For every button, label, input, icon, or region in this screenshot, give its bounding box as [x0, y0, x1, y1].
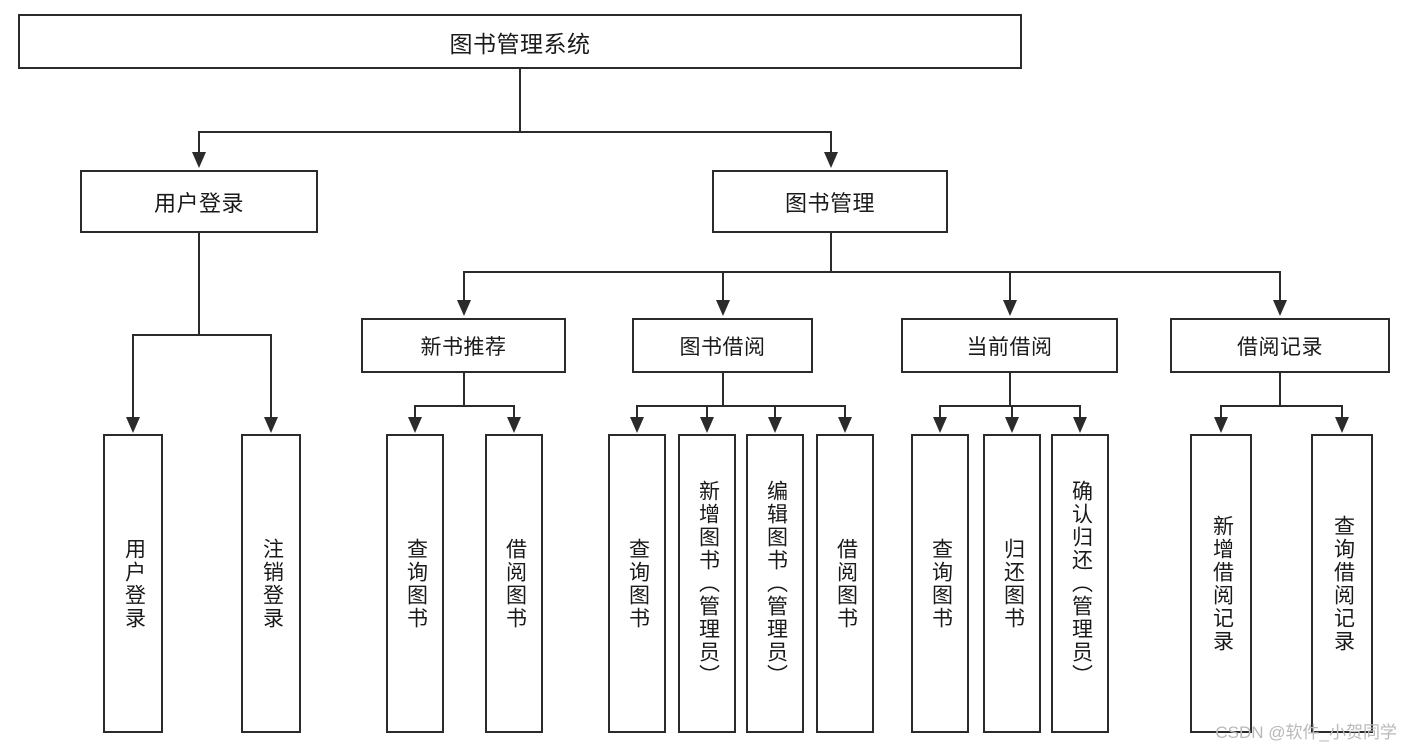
node-user-login-label: 用户登录	[153, 190, 244, 216]
leaf-borrow-book-new-label: 借阅图书	[503, 537, 527, 630]
node-root-system[interactable]: 图书管理系统	[18, 14, 1022, 69]
connector-book-mgmt-drop-4	[1279, 271, 1281, 301]
arrow-book-mgmt-to-records	[1273, 300, 1287, 316]
leaf-query-book-new-label: 查询图书	[404, 537, 428, 630]
node-book-borrow-label: 图书借阅	[679, 335, 766, 359]
connector-user-login-drop-2	[270, 334, 272, 418]
leaf-return-book[interactable]: 归还图书	[983, 434, 1041, 733]
connector-user-login-bus	[132, 334, 271, 336]
arrow-root-to-book-mgmt	[824, 152, 838, 168]
connector-book-mgmt-drop-3	[1009, 271, 1011, 301]
leaf-user-login-label: 用户登录	[122, 537, 146, 630]
node-book-management[interactable]: 图书管理	[712, 170, 948, 233]
connector-records-drop-2	[1341, 405, 1343, 418]
connector-new-book-drop-2	[513, 405, 515, 418]
leaf-user-logout-label: 注销登录	[260, 537, 284, 630]
node-borrow-records[interactable]: 借阅记录	[1170, 318, 1390, 373]
arrow-user-login-leaf-2	[264, 417, 278, 433]
leaf-query-book-current-label: 查询图书	[929, 537, 953, 630]
connector-root-to-book-mgmt	[830, 131, 832, 153]
leaf-query-book-new[interactable]: 查询图书	[386, 434, 444, 733]
watermark-text: CSDN @软件_小贺同学	[1215, 723, 1397, 742]
connector-borrow-drop-2	[706, 405, 708, 418]
leaf-add-book-admin-label: 新增图书（管理员）	[696, 480, 720, 687]
connector-records-stem	[1279, 373, 1281, 406]
connector-current-stem	[1009, 373, 1011, 406]
connector-new-book-bus	[414, 405, 514, 407]
leaf-query-book-current[interactable]: 查询图书	[911, 434, 969, 733]
connector-current-drop-2	[1011, 405, 1013, 418]
leaf-add-borrow-record[interactable]: 新增借阅记录	[1190, 434, 1252, 733]
leaf-edit-book-admin-label: 编辑图书（管理员）	[764, 480, 788, 687]
node-book-borrow[interactable]: 图书借阅	[632, 318, 813, 373]
arrow-borrow-leaf-1	[630, 417, 644, 433]
arrow-book-mgmt-to-new-book	[457, 300, 471, 316]
arrow-current-leaf-3	[1073, 417, 1087, 433]
arrow-new-book-leaf-1	[408, 417, 422, 433]
node-root-label: 图书管理系统	[449, 30, 591, 57]
connector-root-bus	[198, 131, 831, 133]
leaf-query-book-borrow-label: 查询图书	[626, 537, 650, 630]
node-new-book-recommend[interactable]: 新书推荐	[361, 318, 566, 373]
leaf-borrow-book-new[interactable]: 借阅图书	[485, 434, 543, 733]
leaf-borrow-book-label: 借阅图书	[834, 537, 858, 630]
connector-current-drop-3	[1079, 405, 1081, 418]
node-current-borrow[interactable]: 当前借阅	[901, 318, 1118, 373]
arrow-current-leaf-2	[1005, 417, 1019, 433]
arrow-user-login-leaf-1	[126, 417, 140, 433]
node-user-login[interactable]: 用户登录	[80, 170, 318, 233]
arrow-current-leaf-1	[933, 417, 947, 433]
leaf-edit-book-admin[interactable]: 编辑图书（管理员）	[746, 434, 804, 733]
leaf-add-borrow-record-label: 新增借阅记录	[1210, 514, 1234, 653]
connector-new-book-stem	[463, 373, 465, 406]
arrow-records-leaf-2	[1335, 417, 1349, 433]
connector-user-login-drop-1	[132, 334, 134, 418]
connector-new-book-drop-1	[414, 405, 416, 418]
arrow-root-to-user-login	[192, 152, 206, 168]
arrow-borrow-leaf-3	[768, 417, 782, 433]
connector-borrow-stem	[722, 373, 724, 406]
node-book-management-label: 图书管理	[784, 190, 875, 216]
connector-current-drop-1	[939, 405, 941, 418]
leaf-return-book-label: 归还图书	[1001, 537, 1025, 630]
arrow-records-leaf-1	[1214, 417, 1228, 433]
connector-book-mgmt-bus	[463, 271, 1280, 273]
connector-current-bus	[939, 405, 1081, 407]
leaf-borrow-book[interactable]: 借阅图书	[816, 434, 874, 733]
leaf-query-borrow-record-label: 查询借阅记录	[1331, 514, 1355, 653]
leaf-query-borrow-record[interactable]: 查询借阅记录	[1311, 434, 1373, 733]
leaf-add-book-admin[interactable]: 新增图书（管理员）	[678, 434, 736, 733]
node-new-book-recommend-label: 新书推荐	[420, 335, 507, 359]
connector-book-mgmt-drop-2	[722, 271, 724, 301]
connector-records-bus	[1220, 405, 1342, 407]
connector-user-login-stem	[198, 233, 200, 335]
arrow-borrow-leaf-2	[700, 417, 714, 433]
arrow-new-book-leaf-2	[507, 417, 521, 433]
node-current-borrow-label: 当前借阅	[966, 335, 1053, 359]
node-borrow-records-label: 借阅记录	[1237, 335, 1323, 359]
connector-borrow-drop-3	[774, 405, 776, 418]
leaf-confirm-return-admin[interactable]: 确认归还（管理员）	[1051, 434, 1109, 733]
leaf-query-book-borrow[interactable]: 查询图书	[608, 434, 666, 733]
connector-borrow-drop-1	[636, 405, 638, 418]
connector-records-drop-1	[1220, 405, 1222, 418]
connector-root-stem	[519, 69, 521, 132]
connector-book-mgmt-stem	[830, 233, 832, 272]
connector-borrow-drop-4	[844, 405, 846, 418]
connector-root-to-user-login	[198, 131, 200, 153]
arrow-borrow-leaf-4	[838, 417, 852, 433]
leaf-user-logout[interactable]: 注销登录	[241, 434, 301, 733]
leaf-user-login[interactable]: 用户登录	[103, 434, 163, 733]
leaf-confirm-return-admin-label: 确认归还（管理员）	[1069, 480, 1093, 687]
arrow-book-mgmt-to-current	[1003, 300, 1017, 316]
arrow-book-mgmt-to-borrow	[716, 300, 730, 316]
connector-book-mgmt-drop-1	[463, 271, 465, 301]
connector-borrow-bus	[636, 405, 845, 407]
